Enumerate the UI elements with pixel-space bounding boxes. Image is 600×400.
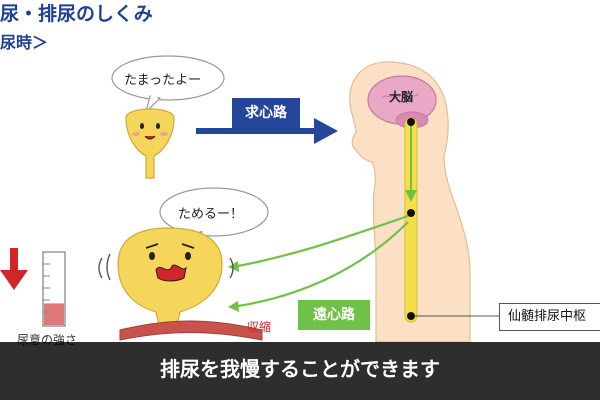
afferent-arrow-head: [314, 118, 338, 144]
efferent-label: 遠心路: [298, 300, 370, 330]
bubble-full-text: たまったよー: [124, 73, 202, 88]
brain-fold: [381, 93, 419, 99]
urge-meter-ticks: [43, 263, 50, 313]
pelvic-muscle: [119, 320, 263, 341]
efferent-arrow-lower: [237, 221, 409, 308]
sacral-node: [407, 312, 415, 320]
page-title: 尿・排尿のしくみ: [0, 3, 153, 25]
afferent-arrow-shaft: [196, 128, 316, 134]
efferent-arrow-lower-head: [228, 301, 239, 312]
brain-node: [407, 118, 415, 126]
contraction-label: 収縮: [247, 320, 272, 334]
speech-bubble-full: [111, 55, 225, 114]
urge-down-arrow-icon: [0, 248, 28, 290]
afferent-label: 求心路: [232, 98, 300, 128]
brain-label: 大脳: [389, 90, 414, 104]
efferent-arrow-upper: [237, 214, 409, 268]
bubble-hold-text: ためるー！: [178, 207, 244, 222]
spine-mid-node: [407, 209, 415, 217]
urge-meter-fill: [44, 303, 64, 325]
video-caption: 排尿を我慢することができます: [160, 357, 440, 381]
caption-band: [0, 342, 600, 400]
bladder-large-icon: [98, 227, 234, 331]
bladder-small-icon: [125, 108, 175, 179]
spinal-arrow-head: [405, 190, 417, 202]
page-subtitle: 尿時＞: [0, 33, 49, 52]
sacral-center-label: 仙髄排尿中枢: [499, 303, 600, 331]
